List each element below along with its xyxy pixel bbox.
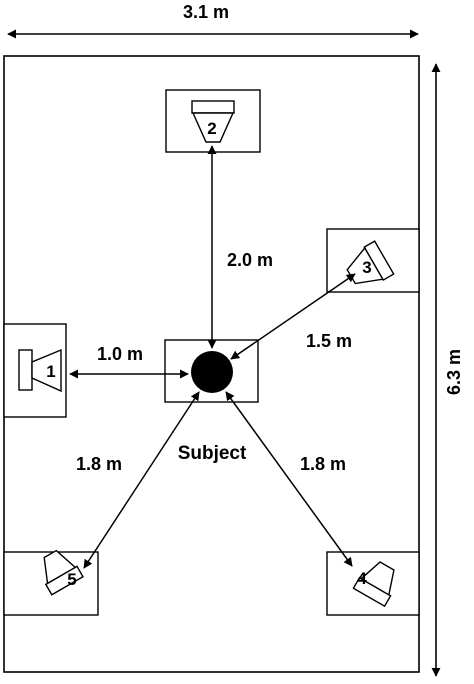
speaker-cone-icon bbox=[191, 112, 235, 143]
distance-arrow-speaker-5 bbox=[83, 391, 200, 569]
speaker-1: 1 bbox=[3, 323, 67, 418]
subject-marker bbox=[191, 351, 233, 393]
speaker-2: 2 bbox=[165, 89, 261, 153]
speaker-4-number: 4 bbox=[357, 569, 367, 588]
subject: Subject bbox=[164, 339, 259, 464]
distance-label-speaker-2: 2.0 m bbox=[227, 250, 273, 270]
speaker-cone-icon bbox=[31, 348, 62, 393]
speaker-4: 4 bbox=[326, 551, 420, 616]
speaker-2-number: 2 bbox=[207, 119, 216, 138]
distance-label-speaker-3: 1.5 m bbox=[306, 331, 352, 351]
distance-label-speaker-5: 1.8 m bbox=[76, 454, 122, 474]
speaker-1-number: 1 bbox=[46, 362, 55, 381]
speaker-icon bbox=[18, 349, 33, 391]
speaker-5-number: 5 bbox=[67, 570, 76, 589]
distance-label-speaker-1: 1.0 m bbox=[97, 344, 143, 364]
speaker-cone-icon bbox=[43, 549, 77, 585]
speaker-icon bbox=[191, 100, 235, 114]
speaker-3-number: 3 bbox=[362, 258, 371, 277]
subject-label: Subject bbox=[178, 443, 247, 464]
room-width-dimension: 3.1 m bbox=[7, 2, 419, 39]
room-width-label: 3.1 m bbox=[183, 2, 229, 22]
speaker-cone-icon bbox=[359, 561, 395, 596]
distance-arrow-speaker-3 bbox=[230, 273, 356, 360]
distance-arrow-speaker-4 bbox=[225, 391, 353, 567]
room-height-label: 6.3 m bbox=[444, 349, 464, 395]
distance-label-speaker-4: 1.8 m bbox=[300, 454, 346, 474]
speaker-5: 5 bbox=[3, 549, 99, 616]
room-height-dimension: 6.3 m bbox=[431, 63, 464, 677]
